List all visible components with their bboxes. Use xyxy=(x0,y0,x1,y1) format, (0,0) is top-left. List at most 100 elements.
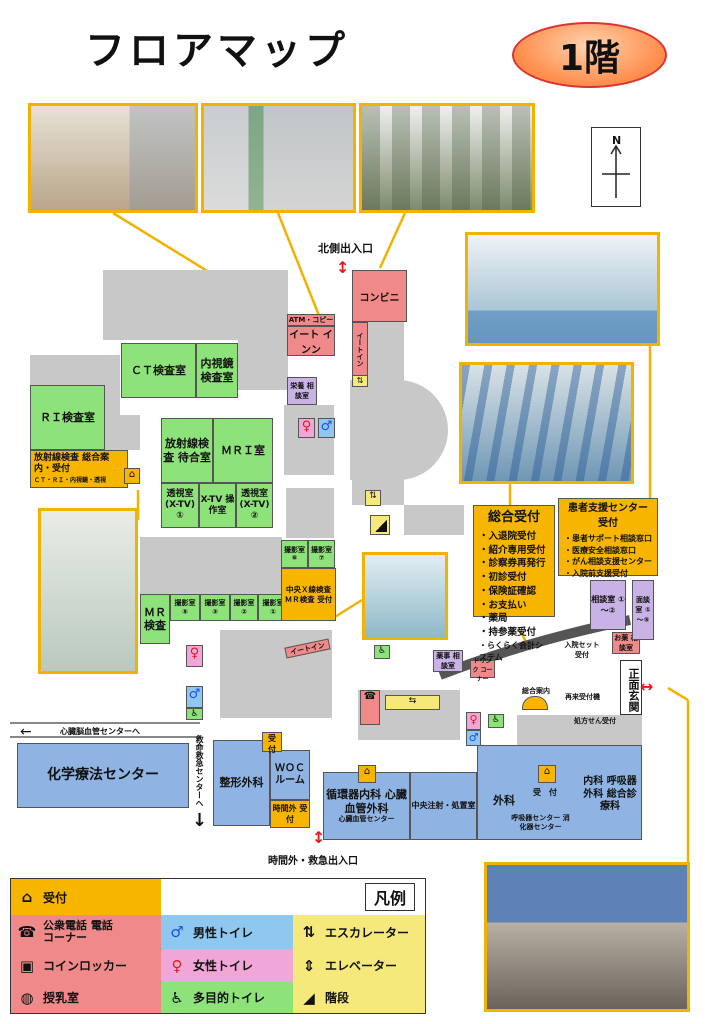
room-label: 中央Ｘ線検査 ＭＲ検査 受付 xyxy=(284,585,333,604)
room-label: 整形外科 xyxy=(219,776,264,790)
admission-set-label: 入院セット 受付 xyxy=(564,641,600,659)
room-surgery-respiratory: 外科 受 付 内科 呼吸器外科 総合診療科 呼吸器センター 消化器センター xyxy=(477,745,642,840)
photo-rad-reception xyxy=(38,508,138,674)
room-ortho: 整形外科 xyxy=(213,740,270,826)
legend-male: ♂男性トイレ xyxy=(161,915,293,949)
patient-support-item: ・入院前支援受付 xyxy=(564,568,628,578)
north-entrance-label: 北側出入口 xyxy=(318,242,373,255)
general-reception-item: ・保険証確認 xyxy=(479,585,537,597)
room-label: 撮影室 ② xyxy=(233,599,255,616)
elevator-icon: ⇅ xyxy=(365,490,381,506)
surgery-reception-icon: ⌂ xyxy=(538,765,556,783)
legend-reception: ⌂受付 xyxy=(11,879,161,915)
legend-label: エスカレーター xyxy=(325,925,410,940)
room-label: 面談室 ①～⑤ xyxy=(635,596,651,624)
drink-corner: ドリンク コーナー xyxy=(470,658,495,683)
room-label: 透視室 (X-TV) ① xyxy=(165,489,195,521)
room-mr: ＭＲ 検査 xyxy=(140,594,170,644)
rad-reception-label: 放射線検査 総合案内・受付 xyxy=(34,453,110,474)
room-label: イート インン xyxy=(289,330,333,356)
room-label: ATM・コピー xyxy=(288,316,334,324)
floor-block-round xyxy=(350,380,448,480)
general-reception-item: ・診察券再発行 xyxy=(479,558,546,570)
main-entrance-label: 正面玄関 xyxy=(627,667,640,712)
room-ct: ＣＴ検査室 xyxy=(121,343,196,398)
photo-support xyxy=(465,232,660,346)
legend-escalator: ⇅ エスカレーター xyxy=(293,915,425,949)
male-icon: ♂ xyxy=(466,730,481,746)
room-cardio: 循環器内科 心臓血管外科 心臓血管センター xyxy=(323,772,410,840)
room-label: ＭＲＩ室 xyxy=(221,443,265,457)
general-reception-item: ・薬局 xyxy=(479,613,508,625)
room-eat-in: イート インン xyxy=(287,326,335,356)
legend-label: 階段 xyxy=(325,991,350,1005)
room-label: 薬事 相談室 xyxy=(436,652,460,670)
room-label: 循環器内科 心臓血管外科 xyxy=(326,787,407,815)
central-xray-reception: 中央Ｘ線検査 ＭＲ検査 受付 xyxy=(281,568,336,621)
legend-label: 公衆電話 電話コーナー xyxy=(43,918,113,944)
general-reception-item: ・お支払い xyxy=(479,599,527,611)
wheelchair-icon: ♿ xyxy=(488,714,504,728)
general-reception-item: ・らくらく会計システム xyxy=(479,640,543,662)
floor-label: 1階 xyxy=(558,38,621,79)
legend-label: 多目的トイレ xyxy=(193,991,266,1005)
room-ri: ＲＩ検査室 xyxy=(30,385,105,450)
room-label: ＣＴ検査室 xyxy=(131,363,186,377)
ortho-reception: 受 付 xyxy=(262,732,284,754)
room-label: 時間外 受付 xyxy=(272,804,308,824)
room-convenience: コンビニ xyxy=(352,270,407,322)
room-label: 内科 呼吸器外科 総合診療科 xyxy=(583,776,637,812)
main-exit-arrow-icon: ↔ xyxy=(640,677,654,696)
legend-locker: ▣ コインロッカー xyxy=(11,949,161,982)
north-exit-arrow-icon: ↕ xyxy=(336,258,350,277)
er-center-direction: 救命救急センターへ xyxy=(195,735,204,807)
room-label: 撮影室 ① xyxy=(262,599,284,616)
room-atm: ATM・コピー xyxy=(287,314,335,326)
floor-block xyxy=(404,505,464,535)
legend-label: コインロッカー xyxy=(43,959,128,973)
room-label: 撮影室 ⑦ xyxy=(311,545,332,562)
legend-accessible: ♿多目的トイレ xyxy=(161,982,293,1013)
room-xray-3: 撮影室 ③ xyxy=(200,594,230,621)
patient-support-title: 患者支援センター 受付 xyxy=(568,503,648,529)
legend-nursing: ◍授乳室 xyxy=(11,982,161,1013)
room-label: 外科 xyxy=(493,794,515,807)
general-reception-item: ・初診受付 xyxy=(479,572,527,584)
locker-icon: ▣ xyxy=(19,956,35,975)
wheelchair-icon: ♿ xyxy=(374,645,390,659)
legend-female: ♀女性トイレ xyxy=(161,949,293,982)
after-hours-reception: 時間外 受付 xyxy=(270,800,310,828)
floor-block xyxy=(284,405,334,475)
er-direction-arrow-icon: ↓ xyxy=(192,810,208,831)
room-label: イートイン xyxy=(356,332,364,367)
legend-label: エレベーター xyxy=(325,959,398,973)
room-label: X-TV 操作室 xyxy=(200,494,235,516)
male-icon: ♂ xyxy=(186,686,203,708)
room-xray-7: 撮影室 ⑦ xyxy=(308,540,335,568)
stairs-icon xyxy=(370,515,390,535)
room-label: コンビニ xyxy=(359,292,400,304)
lobby-counter: ☎ xyxy=(360,690,380,725)
compass-north-label: N xyxy=(612,134,622,147)
room-label: お薬 相談室 xyxy=(614,634,638,652)
male-icon: ♂ xyxy=(170,923,184,941)
room-fluoro-2: 透視室 (X-TV) ② xyxy=(236,483,273,528)
escalator-icon: ⇅ xyxy=(302,923,316,941)
room-endoscopy: 内視鏡 検査室 xyxy=(196,343,238,398)
reception-desk-icon: ⌂ xyxy=(21,888,33,906)
compass: N xyxy=(591,127,641,207)
room-consult-1-2: 相談室 ①～② xyxy=(590,580,626,630)
room-xray-2: 撮影室 ② xyxy=(230,594,258,621)
floor-badge: 1階 xyxy=(512,22,667,88)
elevator-icon: ⇕ xyxy=(302,956,316,975)
photo-eat-in xyxy=(28,103,198,213)
rad-reception-sub: ＣＴ・ＲＩ・内視鏡・透視 xyxy=(34,476,107,484)
room-label: 化学療法センター xyxy=(47,766,159,783)
photo-convenience xyxy=(359,103,535,213)
room-label: ＷＯＣ ルーム xyxy=(275,762,305,787)
room-label: 中央注射・処置室 xyxy=(411,801,476,810)
legend-title-text: 凡例 xyxy=(364,883,415,911)
main-entrance-box: 正面玄関 xyxy=(620,660,642,715)
info-desk-label: 総合案内 xyxy=(522,687,550,695)
legend: ⌂受付 凡例 ☎公衆電話 電話コーナー ♂男性トイレ ⇅エスカレーター ▣コイン… xyxy=(10,878,426,1014)
